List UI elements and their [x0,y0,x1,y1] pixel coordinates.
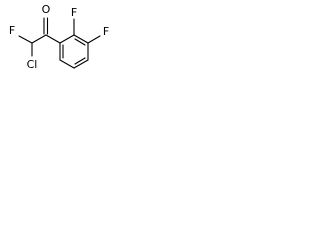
ring-bond-c5-c6 [59,59,75,69]
atom-oxygen-label: O [42,3,51,16]
bond-carbonyl-to-alpha-carbon [31,34,47,44]
bond-ring-to-para-fluorine [87,35,101,44]
ring-inner-double-c2-c3 [74,38,86,46]
molecule-structure-diagram: O F F F Cl [9,3,109,71]
ring-bond-c4-c5 [73,59,89,69]
ring-bond-c1-c2 [59,34,75,44]
atom-alpha-fluorine-label: F [9,24,15,37]
atom-ortho-fluorine-label: F [71,6,77,19]
atom-para-fluorine-label: F [103,25,109,38]
bond-alpha-carbon-to-fluorine [18,35,33,44]
atom-chlorine-label: Cl [27,58,38,71]
bond-carbonyl-to-ring [45,34,61,44]
ring-bond-c2-c3 [73,34,89,44]
ring-inner-double-c4-c5 [74,57,86,65]
